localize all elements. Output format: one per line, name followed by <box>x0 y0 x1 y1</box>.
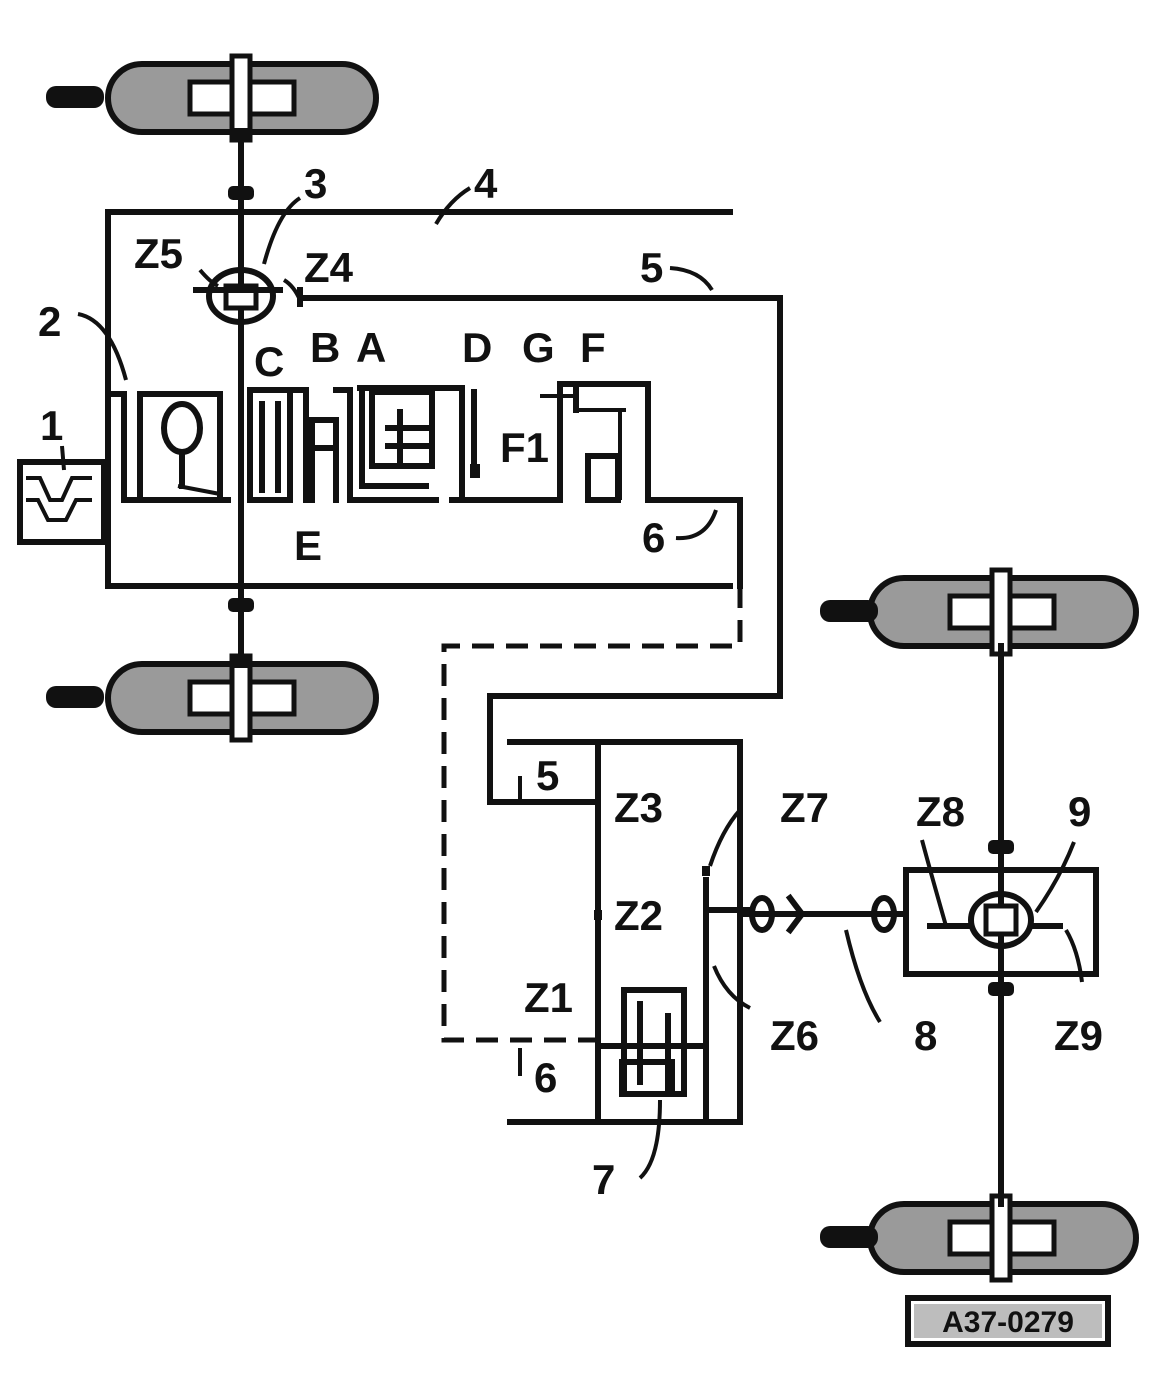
housing-4 <box>105 209 733 589</box>
label-engine: 1 <box>40 402 63 449</box>
front-axle-collar-bottom <box>230 656 252 668</box>
front-differential-3 <box>193 267 303 325</box>
label-z4: Z4 <box>304 244 354 291</box>
label-brake-d: D <box>462 324 492 371</box>
label-z28: Z8 <box>916 788 965 835</box>
rear-differential-9 <box>903 867 1099 977</box>
transfer-line-5 <box>297 295 783 805</box>
label-z2: Z2 <box>614 892 663 939</box>
torque-converter-2 <box>107 391 231 503</box>
label-clutch-a: A <box>356 324 386 371</box>
front-right-wheel <box>46 653 379 743</box>
rear-axle-joint-bottom <box>988 982 1014 996</box>
label-line-5-lower: 5 <box>536 752 559 799</box>
front-axle-collar-top <box>230 128 252 140</box>
label-z3: Z3 <box>614 784 663 831</box>
transfer-case <box>507 739 755 1125</box>
label-clutch-e: E <box>294 522 322 569</box>
label-housing: 4 <box>474 160 498 207</box>
label-z29: Z9 <box>1054 1012 1103 1059</box>
label-z27: Z7 <box>780 784 829 831</box>
propeller-shaft-8 <box>737 893 909 935</box>
engine-1 <box>17 459 107 545</box>
figure-code-text: A37-0279 <box>942 1306 1074 1339</box>
front-axle-joint-top <box>228 186 254 200</box>
label-propeller-shaft: 8 <box>914 1012 937 1059</box>
label-brake-g: G <box>522 324 555 371</box>
label-part-7: 7 <box>592 1156 615 1203</box>
figure-code-tag: A37-0279 <box>905 1295 1111 1347</box>
label-line-6-lower: 6 <box>534 1054 557 1101</box>
front-axle-joint-bottom <box>228 598 254 612</box>
gearset-clutches <box>247 385 465 503</box>
label-z5: Z5 <box>134 230 183 277</box>
leader-lines <box>60 186 1084 1180</box>
label-rear-differential: 9 <box>1068 788 1091 835</box>
rear-right-wheel <box>820 1193 1139 1283</box>
rear-left-wheel <box>820 567 1139 657</box>
label-brake-f: F <box>580 324 606 371</box>
label-line-6: 6 <box>642 514 665 561</box>
freewheel-f1-marker <box>470 464 480 478</box>
label-freewheel-f1: F1 <box>500 424 549 471</box>
brake-f-g-block <box>540 381 743 589</box>
label-z26: Z6 <box>770 1012 819 1059</box>
label-front-differential: 3 <box>304 160 327 207</box>
label-clutch-c: C <box>254 338 284 385</box>
rear-axle-joint-top <box>988 840 1014 854</box>
front-left-wheel <box>46 53 379 143</box>
label-torque-converter: 2 <box>38 298 61 345</box>
transfer-line-6 <box>441 586 743 1043</box>
label-clutch-b: B <box>310 324 340 371</box>
label-line-5: 5 <box>640 244 663 291</box>
label-z1: Z1 <box>524 974 573 1021</box>
